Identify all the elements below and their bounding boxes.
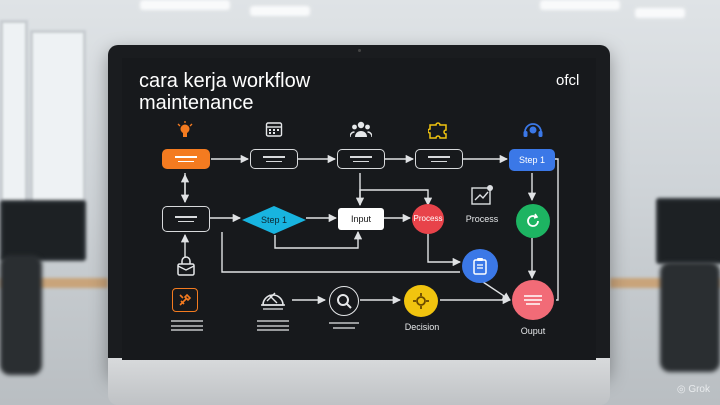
team-icon xyxy=(349,119,373,139)
search-icon[interactable] xyxy=(329,286,359,316)
lines-icon xyxy=(350,156,372,162)
input-label: Input xyxy=(350,214,372,224)
lines-icon xyxy=(254,318,292,332)
background-chair xyxy=(660,262,720,372)
diagram-title: cara kerja workflow maintenance xyxy=(139,70,369,114)
process-label: Process xyxy=(413,214,443,223)
step1-box-blue[interactable]: Step 1 xyxy=(509,149,555,171)
ceiling-light xyxy=(140,0,230,10)
step-box[interactable] xyxy=(415,149,463,169)
lines-icon xyxy=(175,156,197,162)
process-caption: Process xyxy=(465,214,499,224)
lines-icon xyxy=(428,156,450,162)
step-box-orange[interactable] xyxy=(162,149,210,169)
background-monitor xyxy=(0,200,86,261)
lightbulb-icon xyxy=(176,120,194,140)
title-line-1: cara kerja workflow xyxy=(139,70,311,92)
window xyxy=(30,30,86,206)
ceiling-light xyxy=(250,6,310,16)
lines-icon xyxy=(263,156,285,162)
title-line-2: maintenance xyxy=(139,92,254,114)
headset-icon xyxy=(521,119,545,141)
lines-icon xyxy=(175,216,197,222)
monitor-chin xyxy=(108,358,610,405)
lock-bag-icon xyxy=(175,255,197,277)
step-box[interactable] xyxy=(337,149,385,169)
ceiling-light xyxy=(635,8,685,18)
watermark-icon: ◎ xyxy=(676,384,689,395)
step1-label: Step 1 xyxy=(518,155,546,165)
calendar-icon xyxy=(264,119,284,139)
background-chair xyxy=(0,255,42,375)
output-circle[interactable] xyxy=(512,280,554,320)
input-box[interactable]: Input xyxy=(338,208,384,230)
step-box[interactable] xyxy=(250,149,298,169)
helmet-icon xyxy=(256,285,290,313)
decision-caption: Decision xyxy=(404,322,440,332)
tool-icon xyxy=(172,288,198,312)
watermark: ◎ Grok xyxy=(677,384,710,395)
chart-icon xyxy=(470,184,494,206)
lines-icon xyxy=(168,318,206,332)
watermark-label: Grok xyxy=(688,384,710,395)
step1-label: Step 1 xyxy=(260,215,288,225)
gear-icon[interactable] xyxy=(404,285,438,317)
ceiling-light xyxy=(540,0,620,10)
background-monitor xyxy=(656,198,720,264)
process-circle[interactable]: Process xyxy=(412,204,444,234)
clipboard-icon[interactable] xyxy=(462,249,498,283)
brand-logo: ofcl xyxy=(556,72,580,89)
step-box[interactable] xyxy=(162,206,210,232)
lines-icon xyxy=(326,318,362,332)
background-desk xyxy=(0,278,108,288)
camera-dot xyxy=(358,49,361,52)
output-caption: Ouput xyxy=(520,326,546,336)
refresh-icon[interactable] xyxy=(516,204,550,238)
puzzle-icon xyxy=(427,120,451,140)
